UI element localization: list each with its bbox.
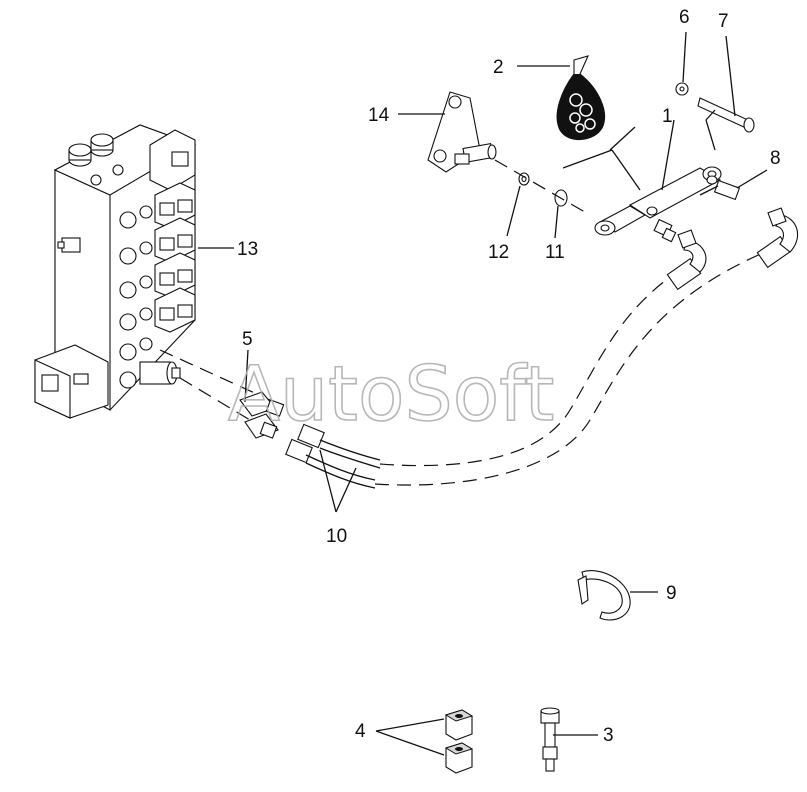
parts-bag-icon: [556, 55, 606, 141]
callout-5: 5: [242, 329, 253, 350]
square-nuts: [444, 709, 474, 774]
leader-lines: [198, 31, 768, 756]
callout-2: 2: [493, 57, 504, 78]
callout-4: 4: [355, 721, 366, 742]
callout-12: 12: [488, 242, 509, 263]
callout-11: 11: [545, 242, 565, 263]
callout-14: 14: [368, 105, 390, 126]
hose-assembly: [285, 207, 799, 489]
hydraulic-distributor: [34, 124, 271, 421]
callout-8: 8: [770, 148, 781, 169]
callout-6: 6: [679, 7, 690, 28]
watermark-text: AutoSoft: [228, 349, 554, 438]
callout-13: 13: [237, 239, 258, 260]
fitting-straight: [699, 179, 741, 201]
fitting-pair: [239, 391, 285, 439]
callout-1: 1: [662, 106, 673, 127]
bracket: [427, 91, 497, 173]
callout-7: 7: [718, 11, 729, 32]
bolt: [540, 707, 560, 772]
clamp-ring: [577, 570, 631, 621]
callout-3: 3: [603, 725, 614, 746]
assembly-line: [494, 159, 591, 216]
callout-10: 10: [326, 526, 347, 547]
bolt-and-nut: [675, 82, 755, 151]
hydraulic-cylinder: [562, 126, 722, 236]
callout-9: 9: [666, 583, 677, 604]
